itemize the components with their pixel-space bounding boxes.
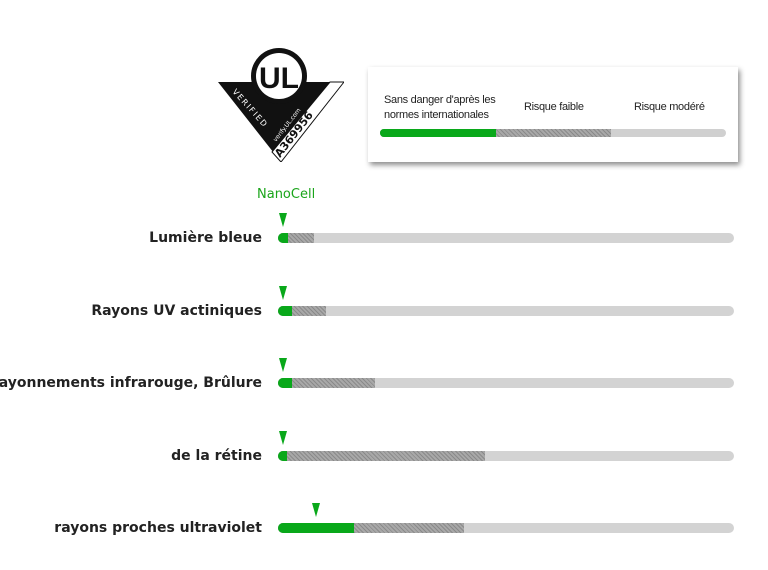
row-label: de la rétine [171,448,262,464]
risk-bar [278,378,734,388]
risk-bar [278,306,734,316]
ul-verified-logo: UL VERIFIED verify.UL.com A369956 [218,48,344,162]
legend-safe-segment [380,129,496,137]
low-risk-segment [278,233,315,243]
legend-low-risk-label: Risque faible [524,101,584,113]
nanocell-marker-icon [279,286,288,300]
safe-segment [278,378,293,388]
legend-scale-bar [380,129,726,137]
legend-safe-line2: normes internationales [384,109,489,121]
safe-segment [278,306,293,316]
row-label: rayons proches ultraviolet [54,520,262,536]
risk-bar [278,523,734,533]
legend-moderate-risk-label: Risque modéré [634,101,705,113]
safe-segment [278,233,289,243]
risk-legend: Sans danger d'après les normes internati… [368,67,738,162]
row-label: Lumière bleue [149,230,262,246]
low-risk-segment [278,306,326,316]
safe-segment [278,523,355,533]
risk-bar [278,233,734,243]
nanocell-marker-icon [311,503,320,517]
low-risk-segment [278,523,465,533]
nanocell-marker-icon [279,431,288,445]
legend-safe-line1: Sans danger d'après les [384,94,496,106]
low-risk-segment [278,451,486,461]
safe-segment [278,451,288,461]
nanocell-marker-icon [279,358,288,372]
logo-brand: UL [259,62,299,95]
row-label: Rayons UV actiniques [91,303,262,319]
nanocell-marker-icon [279,213,288,227]
legend-safe-label: Sans danger d'après les normes internati… [384,93,496,123]
risk-bar [278,451,734,461]
low-risk-segment [278,378,376,388]
row-label: Rayonnements infrarouge, Brûlure [0,375,262,391]
nanocell-label: NanoCell [257,187,316,202]
